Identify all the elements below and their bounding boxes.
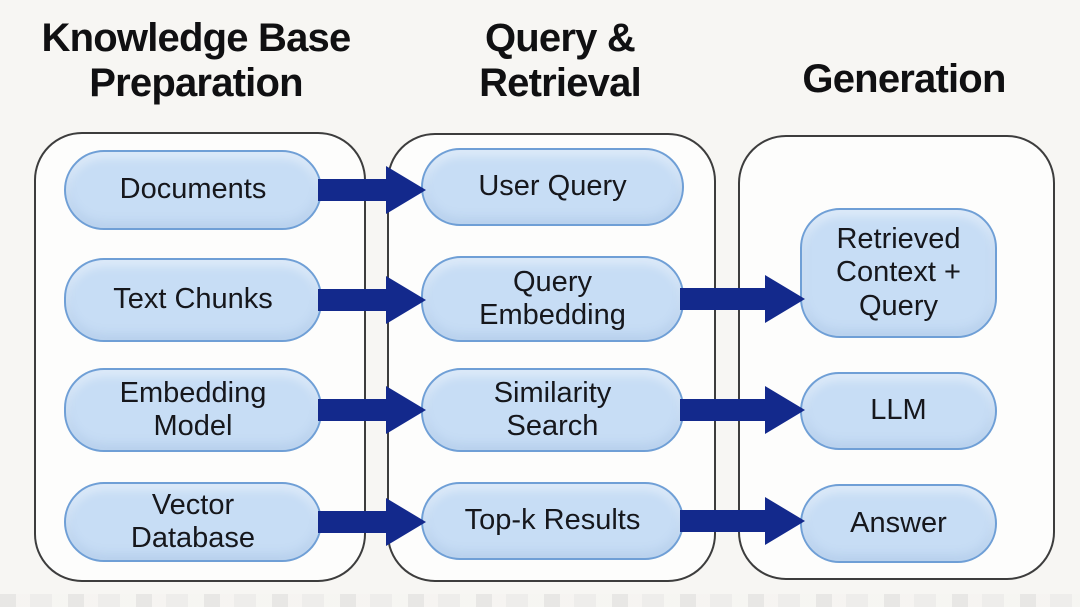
node-answer: Answer xyxy=(800,484,997,563)
node-documents: Documents xyxy=(64,150,322,230)
header-query-retrieval: Query & Retrieval xyxy=(479,16,642,105)
bottom-noise-strip xyxy=(0,594,1080,607)
node-vector-database: Vector Database xyxy=(64,482,322,562)
header-knowledge-base-preparation: Knowledge Base Preparation xyxy=(41,16,352,105)
node-similarity-search: Similarity Search xyxy=(421,368,684,452)
header-generation: Generation xyxy=(802,57,1006,101)
node-top-k-results: Top-k Results xyxy=(421,482,684,560)
node-retrieved-context-query: Retrieved Context + Query xyxy=(800,208,997,338)
node-llm: LLM xyxy=(800,372,997,450)
node-user-query: User Query xyxy=(421,148,684,226)
node-text-chunks: Text Chunks xyxy=(64,258,322,342)
node-embedding-model: Embedding Model xyxy=(64,368,322,452)
node-query-embedding: Query Embedding xyxy=(421,256,684,342)
